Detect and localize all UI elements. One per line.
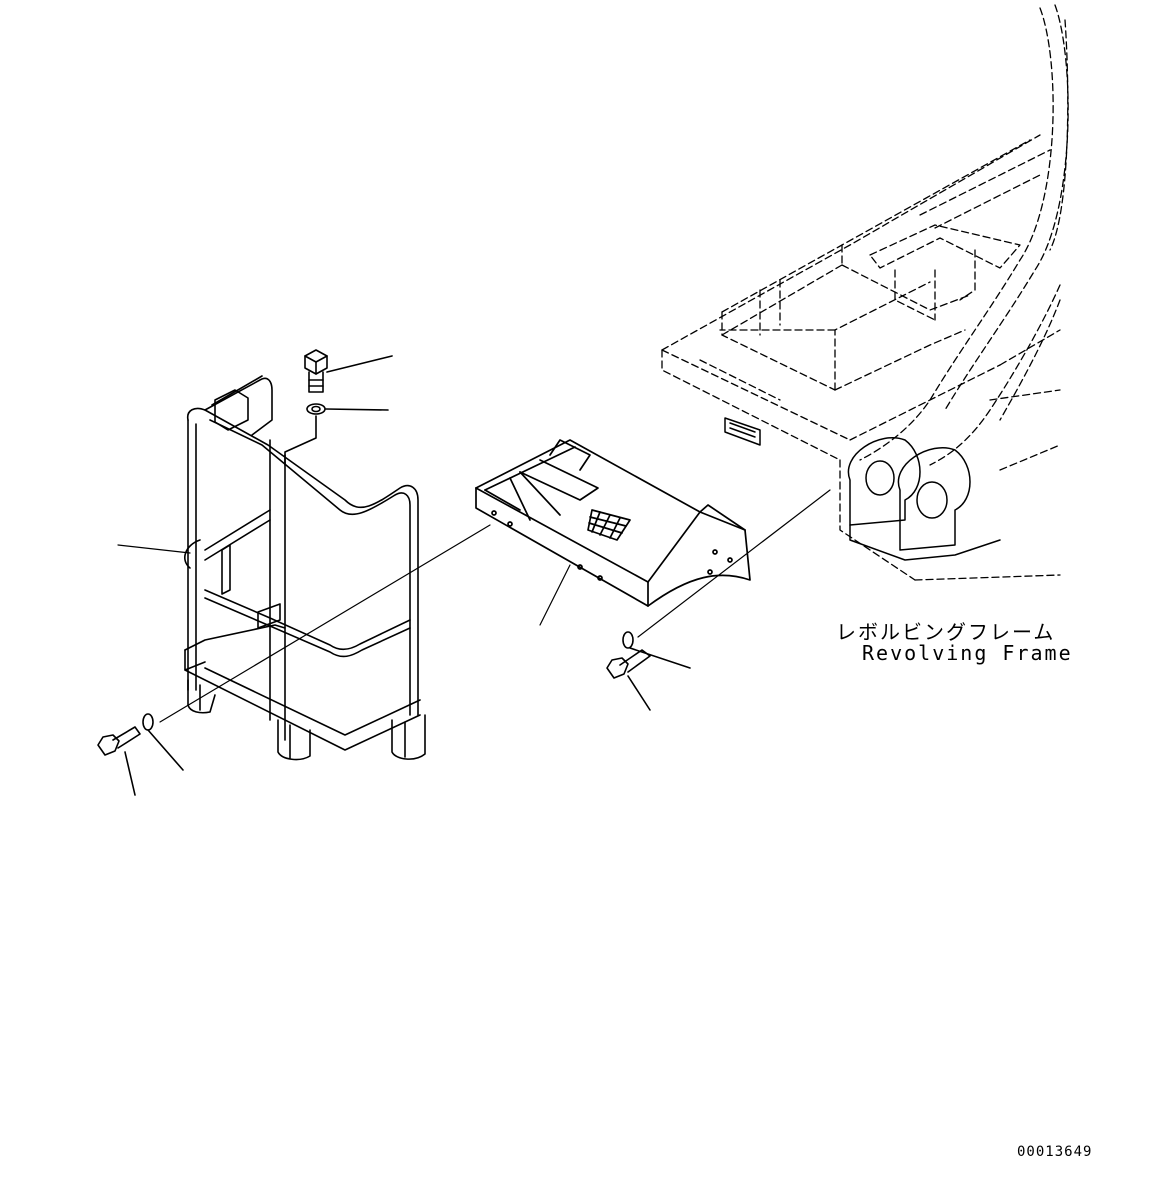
washer-top	[285, 404, 388, 465]
step-box	[476, 440, 750, 606]
handrail-assembly	[185, 376, 425, 759]
revolving-frame-label-japanese: レボルビングフレーム	[836, 620, 1056, 644]
revolving-frame-label-english: Revolving Frame	[862, 641, 1073, 665]
leader-lines	[118, 490, 830, 722]
bolt-right	[607, 650, 650, 710]
washer-left	[143, 714, 183, 770]
bolt-top	[305, 350, 392, 392]
drawing-number: 00013649	[1017, 1144, 1093, 1160]
revolving-frame	[662, 5, 1068, 580]
washer-right	[623, 632, 690, 668]
bolt-left	[98, 727, 140, 795]
revolving-frame-bosses	[725, 418, 1000, 560]
